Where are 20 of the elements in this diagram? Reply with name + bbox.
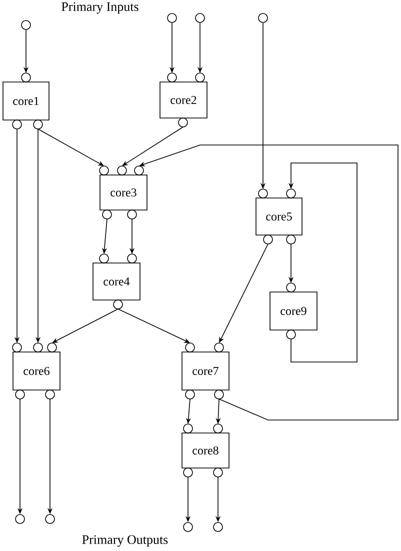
io-label: Primary Inputs bbox=[62, 2, 138, 14]
io-terminal bbox=[167, 13, 177, 23]
core-box: core4 bbox=[92, 254, 140, 310]
io-terminal bbox=[195, 13, 205, 23]
io-terminal bbox=[183, 522, 193, 532]
io-terminal bbox=[258, 13, 268, 23]
core-box: core2 bbox=[160, 72, 208, 128]
core-box: core9 bbox=[270, 282, 318, 340]
core-box: core8 bbox=[182, 424, 230, 478]
io-terminal bbox=[21, 20, 31, 30]
io-terminal bbox=[45, 514, 55, 524]
core-box: core6 bbox=[12, 342, 60, 400]
core-box: core1 bbox=[2, 72, 50, 130]
io-terminal bbox=[15, 514, 25, 524]
arrow bbox=[122, 126, 184, 166]
io-label: Primary Outputs bbox=[82, 535, 168, 547]
core-box: core7 bbox=[182, 342, 230, 400]
io-terminal bbox=[213, 522, 223, 532]
core-box: core5 bbox=[256, 188, 302, 244]
core-box: core3 bbox=[99, 166, 148, 220]
